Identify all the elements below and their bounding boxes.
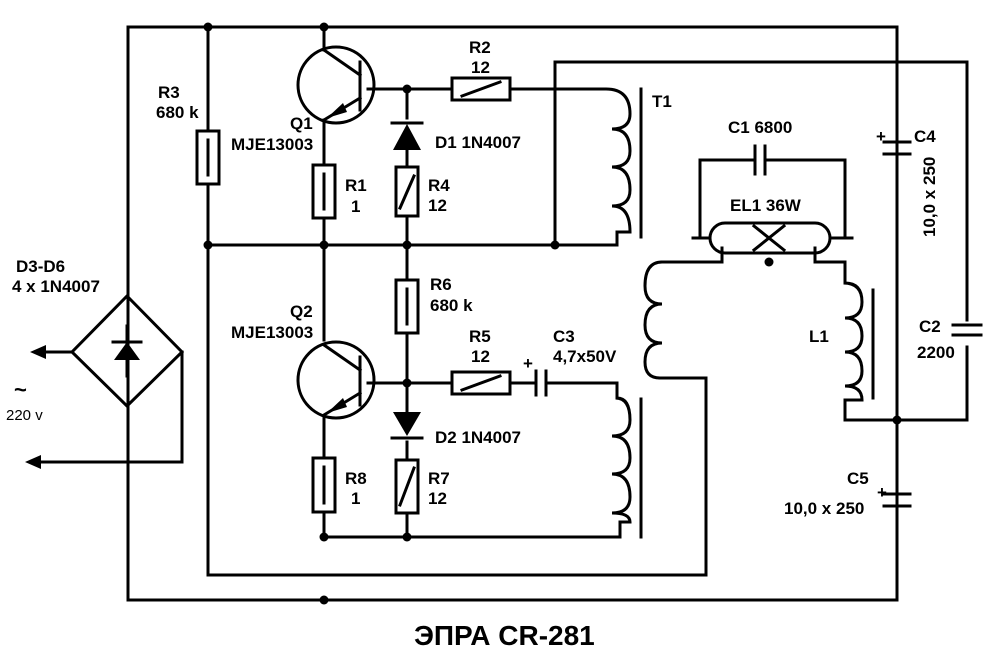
- label-c5: C5: [847, 469, 869, 488]
- label-c5-value: 10,0 x 250: [784, 499, 864, 518]
- label-r5: R5: [469, 327, 491, 346]
- diagram-title: ЭПРА CR-281: [414, 620, 595, 651]
- label-r4-value: 12: [428, 196, 447, 215]
- label-c4-value: 10,0 x 250: [920, 157, 939, 237]
- resistor-r3: [195, 129, 221, 186]
- label-c1: C1 6800: [728, 118, 792, 137]
- resistor-r2: [450, 76, 512, 102]
- capacitor-c4: [882, 140, 912, 156]
- label-r3-value: 680 k: [156, 103, 199, 122]
- capacitor-c5: [882, 492, 912, 508]
- diode-d2: [390, 412, 424, 440]
- resistor-r5: [450, 370, 512, 396]
- diode-d1: [390, 121, 424, 150]
- label-r6-value: 680 k: [430, 296, 473, 315]
- label-c3-value: 4,7x50V: [553, 347, 617, 366]
- lamp-el1: [708, 221, 832, 255]
- label-r7-value: 12: [428, 489, 447, 508]
- transformer-t1: [598, 87, 664, 539]
- label-c2: C2: [919, 317, 941, 336]
- label-r4: R4: [428, 176, 450, 195]
- capacitor-c2: [951, 323, 983, 337]
- label-d3d6: D3-D6: [16, 257, 65, 276]
- capacitor-c3: [534, 369, 548, 397]
- inductor-l1: [843, 281, 875, 402]
- diode-bridge: [25, 293, 185, 469]
- label-r1-value: 1: [351, 197, 360, 216]
- label-c4-plus: +: [876, 127, 886, 146]
- label-r2-value: 12: [471, 58, 490, 77]
- label-q1: Q1: [290, 114, 313, 133]
- label-t1: T1: [652, 92, 672, 111]
- label-d1: D1 1N4007: [435, 133, 521, 152]
- transistor-q1: [296, 45, 376, 125]
- label-c3: C3: [553, 327, 575, 346]
- label-l1: L1: [809, 327, 829, 346]
- ac-symbol: ~: [14, 377, 27, 402]
- transistor-q2: [296, 340, 376, 420]
- label-c4: C4: [914, 127, 936, 146]
- label-c2-value: 2200: [917, 343, 955, 362]
- label-r7: R7: [428, 469, 450, 488]
- label-r2: R2: [469, 38, 491, 57]
- resistor-r1: [311, 163, 337, 220]
- label-ac-voltage: 220 v: [6, 407, 43, 424]
- label-r5-value: 12: [471, 347, 490, 366]
- label-q2-value: MJE13003: [231, 323, 313, 342]
- label-el1: EL1 36W: [730, 196, 802, 215]
- label-q2: Q2: [290, 302, 313, 321]
- label-c5-plus: +: [877, 483, 887, 502]
- label-r8: R8: [345, 469, 367, 488]
- label-r3: R3: [158, 83, 180, 102]
- resistor-r8: [311, 456, 337, 514]
- label-c3-plus: +: [523, 354, 533, 373]
- label-r6: R6: [430, 275, 452, 294]
- label-d3d6-value: 4 x 1N4007: [12, 277, 100, 296]
- label-d2: D2 1N4007: [435, 428, 521, 447]
- resistor-r6: [394, 278, 420, 335]
- resistor-r4: [394, 165, 420, 218]
- label-r8-value: 1: [351, 489, 360, 508]
- label-r1: R1: [345, 176, 367, 195]
- junction-dots: [203, 22, 902, 605]
- label-q1-value: MJE13003: [231, 135, 313, 154]
- resistor-r7: [394, 458, 420, 515]
- wiring: [38, 25, 969, 602]
- capacitor-c1: [753, 144, 767, 176]
